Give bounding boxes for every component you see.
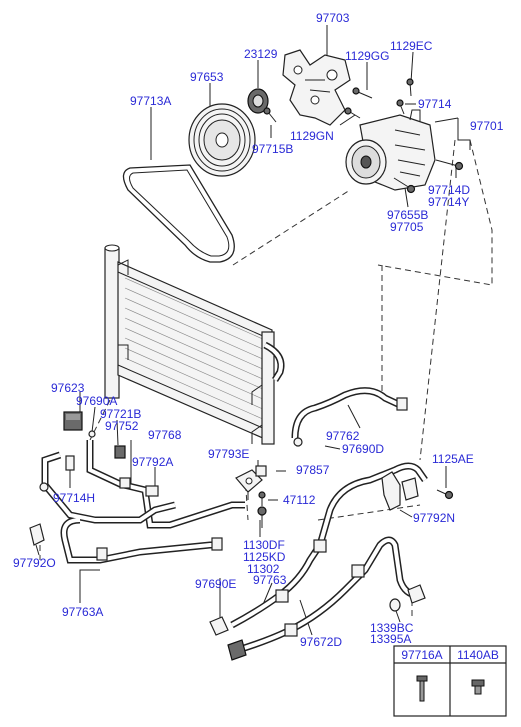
bolt-1130DF <box>257 506 267 528</box>
label-97705: 97705 <box>390 220 424 234</box>
label-97713A: 97713A <box>130 94 171 108</box>
receiver-drier <box>63 411 83 431</box>
parts-table: 97716A 1140AB <box>393 645 507 717</box>
label-97690D: 97690D <box>342 442 384 456</box>
reference-lines <box>39 139 493 620</box>
bracket-97792N <box>381 471 419 511</box>
idler-pulley <box>247 88 269 114</box>
label-97792N: 97792N <box>413 511 455 525</box>
flange-bolt-icon <box>471 679 485 695</box>
label-1130DF: 1130DF <box>243 538 285 552</box>
label-97792O: 97792O <box>13 556 56 570</box>
bolt <box>263 107 277 123</box>
label-1339BC: 1339BC <box>370 621 414 635</box>
label-97721B: 97721B <box>100 407 141 421</box>
table-header-97716A: 97716A <box>401 648 442 662</box>
label-97752: 97752 <box>105 419 139 433</box>
discharge-hose <box>291 387 408 447</box>
label-1129EC: 1129EC <box>390 39 433 53</box>
label-97715B: 97715B <box>252 142 293 156</box>
compressor-bolts <box>393 159 464 194</box>
label-97701: 97701 <box>470 119 504 133</box>
label-97762: 97762 <box>326 429 360 443</box>
label-13395A: 13395A <box>370 632 411 646</box>
condenser <box>104 244 285 445</box>
label-11302: 11302 <box>247 562 280 576</box>
label-97792A: 97792A <box>132 455 173 469</box>
label-97690E: 97690E <box>195 577 236 591</box>
label-97714Y: 97714Y <box>428 195 469 209</box>
fitting-97690A <box>88 430 96 438</box>
label-1129GG: 1129GG <box>345 49 389 63</box>
bolt-47112 <box>258 491 266 506</box>
label-1129GN: 1129GN <box>290 129 334 143</box>
label-97623: 97623 <box>51 381 85 395</box>
label-97714H: 97714H <box>53 491 95 505</box>
mounting-bracket <box>282 49 351 126</box>
seal-97857 <box>255 465 267 477</box>
label-97655B: 97655B <box>387 208 428 222</box>
label-97703: 97703 <box>316 11 350 25</box>
drive-belt <box>122 164 235 263</box>
label-97690A: 97690A <box>76 394 117 408</box>
label-97793E: 97793E <box>208 447 249 461</box>
suction-hose-97672D <box>236 536 426 654</box>
label-97714: 97714 <box>418 97 452 111</box>
suction-hose <box>230 462 428 629</box>
clip-97792O <box>29 523 45 546</box>
label-97763A: 97763A <box>62 605 103 619</box>
ac-compressor <box>345 109 436 191</box>
label-97768: 97768 <box>148 428 182 442</box>
bolt-icon <box>416 675 428 702</box>
pulley <box>188 103 256 177</box>
label-97763: 97763 <box>253 573 287 587</box>
suction-pipe-97763A <box>39 451 223 564</box>
label-97857: 97857 <box>296 463 330 477</box>
label-23129: 23129 <box>244 47 278 61</box>
filter-97714H <box>65 455 75 471</box>
bracket-bolts <box>344 78 414 119</box>
label-97714D: 97714D <box>428 183 470 197</box>
label-47112: 47112 <box>283 493 316 507</box>
label-1125AE: 1125AE <box>432 452 474 466</box>
table-header-1140AB: 1140AB <box>457 648 499 662</box>
bolt-1125AE <box>436 489 454 500</box>
fitting-97690E <box>209 616 247 661</box>
clip-1339BC <box>389 598 401 612</box>
label-1125KD: 1125KD <box>243 550 286 564</box>
part-labels: 97703 23129 1129GG 1129EC 97653 97713A 9… <box>13 11 504 649</box>
liquid-pipe <box>86 440 245 529</box>
label-97653: 97653 <box>190 70 224 84</box>
pressure-switch <box>114 445 126 459</box>
label-97672D: 97672D <box>300 635 342 649</box>
